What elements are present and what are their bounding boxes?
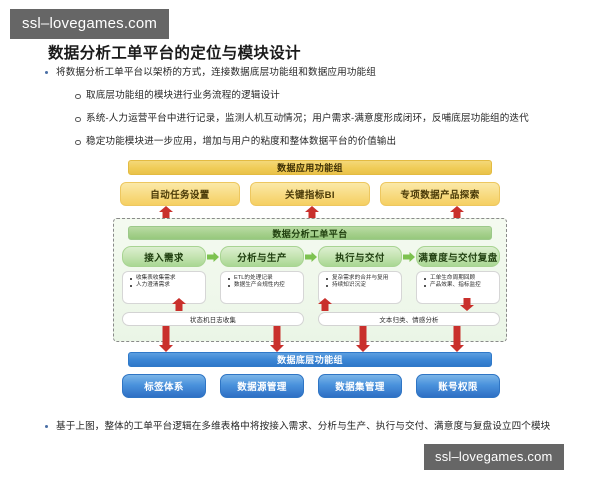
foundation-box-datasource-mgmt[interactable]: 数据源管理 (220, 374, 304, 398)
pill-log-collection: 状态机日志收集 (122, 312, 304, 326)
bullet-level2-1: 取底层功能组的模块进行业务流程的逻辑设计 (75, 90, 280, 101)
red-arrow-down-icon (159, 326, 173, 352)
detail-item: 人力澄清需求 (128, 282, 201, 289)
platform-stage-review[interactable]: 满意度与交付复盘 (416, 246, 500, 267)
detail-item: 收集表收集需求 (128, 275, 201, 282)
stage-detail-review: 工单生命周期回顾 产品效果、指标监控 (416, 271, 500, 304)
platform-layer-header: 数据分析工单平台 (128, 226, 492, 240)
stage-detail-intake: 收集表收集需求 人力澄清需求 (122, 271, 206, 304)
red-arrow-down-icon (460, 298, 474, 311)
detail-item: 产品效果、指标监控 (422, 282, 495, 289)
platform-stage-delivery[interactable]: 执行与交付 (318, 246, 402, 267)
detail-item: 数据生产合规性内控 (226, 282, 299, 289)
application-box-auto-task[interactable]: 自动任务设置 (120, 182, 240, 206)
foundation-layer-header: 数据底层功能组 (128, 352, 492, 367)
detail-item: 工单生命周期回顾 (422, 275, 495, 282)
red-arrow-down-icon (270, 326, 284, 352)
foundation-box-tag-system[interactable]: 标签体系 (122, 374, 206, 398)
platform-stage-analysis[interactable]: 分析与生产 (220, 246, 304, 267)
application-box-kpi-bi[interactable]: 关键指标BI (250, 182, 370, 206)
platform-stage-intake[interactable]: 接入需求 (122, 246, 206, 267)
stage-detail-delivery: 复杂需求的合并与复用 持续知识沉淀 (318, 271, 402, 304)
red-arrow-down-icon (450, 326, 464, 352)
watermark-bottom: ssl–lovegames.com (424, 444, 564, 470)
stage-detail-analysis: ETL的处理记录 数据生产合规性内控 (220, 271, 304, 304)
watermark-top: ssl–lovegames.com (10, 9, 170, 39)
bullet-level2-3: 稳定功能模块进一步应用，增加与用户的粘度和整体数据平台的价值输出 (74, 136, 397, 147)
bullet-level1-1: 将数据分析工单平台以架桥的方式，连接数据底层功能组和数据应用功能组 (45, 67, 376, 78)
foundation-box-account-permission[interactable]: 账号权限 (416, 374, 500, 398)
architecture-diagram: 数据应用功能组 自动任务设置 关键指标BI 专项数据产品探索 数据分析工单平台 … (110, 160, 510, 405)
detail-item: 复杂需求的合并与复用 (324, 275, 397, 282)
red-arrow-up-icon (159, 206, 173, 219)
green-arrow-right-icon (305, 252, 317, 262)
page-title: 数据分析工单平台的定位与模块设计 (48, 45, 301, 62)
red-arrow-down-icon (356, 326, 370, 352)
application-box-data-product[interactable]: 专项数据产品探索 (380, 182, 500, 206)
detail-item: 持续知识沉淀 (324, 282, 397, 289)
red-arrow-up-icon (305, 206, 319, 219)
application-layer-header: 数据应用功能组 (128, 160, 492, 175)
foundation-box-dataset-mgmt[interactable]: 数据集管理 (318, 374, 402, 398)
detail-item: ETL的处理记录 (226, 275, 299, 282)
green-arrow-right-icon (207, 252, 219, 262)
red-arrow-up-icon (172, 298, 186, 311)
bullet-level2-2: 系统-人力运营平台中进行记录，监测人机互动情况；用户需求-满意度形成闭环，反哺底… (75, 113, 529, 124)
pill-text-sentiment: 文本归类、情感分析 (318, 312, 500, 326)
red-arrow-up-icon (318, 298, 332, 311)
bullet-closing: 基于上图，整体的工单平台逻辑在多维表格中将按接入需求、分析与生产、执行与交付、满… (45, 420, 566, 434)
green-arrow-right-icon (403, 252, 415, 262)
red-arrow-up-icon (450, 206, 464, 219)
